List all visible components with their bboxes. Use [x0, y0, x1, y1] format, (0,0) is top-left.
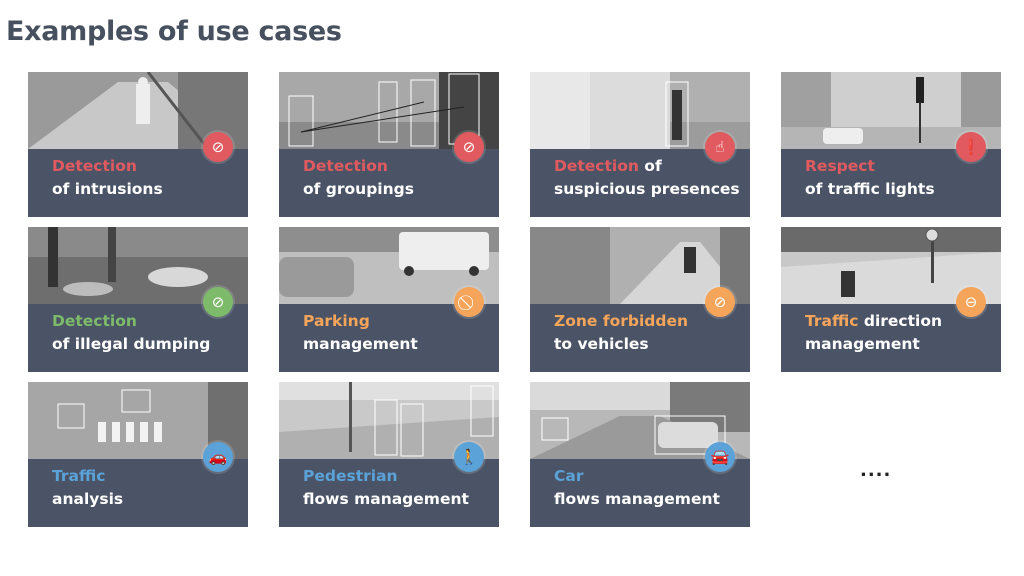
use-case-card-parking[interactable]: Parking management ⃠	[279, 227, 499, 372]
no-dumping-icon: ⊘	[203, 287, 233, 317]
use-case-card-car-flows[interactable]: Car flows management 🚘	[530, 382, 750, 527]
page-title: Examples of use cases	[6, 16, 342, 47]
use-case-card-zone-forbidden[interactable]: Zone forbidden to vehicles ⊘	[530, 227, 750, 372]
card-description: of intrusions	[52, 180, 163, 198]
use-case-card-suspicious-presences[interactable]: Detection of suspicious presences ☝	[530, 72, 750, 217]
traffic-light-icon: ❗	[956, 132, 986, 162]
card-highlight: Detection	[52, 157, 137, 175]
person-alert-icon: ☝	[705, 132, 735, 162]
more-ellipsis: ....	[860, 460, 892, 481]
use-case-card-traffic-analysis[interactable]: Traffic analysis 🚗	[28, 382, 248, 527]
card-highlight: Respect	[805, 157, 875, 175]
use-case-card-traffic-direction[interactable]: Traffic direction management ⊖	[781, 227, 1001, 372]
car-icon: 🚗	[203, 442, 233, 472]
card-description: of groupings	[303, 180, 414, 198]
card-highlight: Zone forbidden	[554, 312, 689, 330]
pedestrian-counter-icon: 🚶	[454, 442, 484, 472]
card-description: of illegal dumping	[52, 335, 211, 353]
card-highlight: Pedestrian	[303, 467, 398, 485]
card-description: flows management	[303, 490, 469, 508]
card-photo	[279, 382, 499, 459]
card-description: flows management	[554, 490, 720, 508]
no-vehicles-icon: ⊘	[705, 287, 735, 317]
use-case-card-groupings[interactable]: Detection of groupings ⊘	[279, 72, 499, 217]
no-climbing-icon: ⊘	[203, 132, 233, 162]
card-photo	[530, 72, 750, 149]
card-photo	[530, 227, 750, 304]
card-description: of traffic lights	[805, 180, 935, 198]
card-highlight: Traffic	[52, 467, 106, 485]
car-counter-icon: 🚘	[705, 442, 735, 472]
use-case-grid: Detection of intrusions ⊘ Detection of g…	[28, 72, 1001, 527]
card-highlight: Car	[554, 467, 584, 485]
card-highlight: Detection of	[554, 157, 662, 175]
card-description: management	[805, 335, 920, 353]
card-highlight: Detection	[52, 312, 137, 330]
card-highlight: Traffic direction	[805, 312, 943, 330]
card-description: suspicious presences	[554, 180, 740, 198]
use-case-card-illegal-dumping[interactable]: Detection of illegal dumping ⊘	[28, 227, 248, 372]
card-description: analysis	[52, 490, 124, 508]
card-photo	[781, 227, 1001, 304]
use-case-card-traffic-lights[interactable]: Respect of traffic lights ❗	[781, 72, 1001, 217]
use-case-card-pedestrian-flows[interactable]: Pedestrian flows management 🚶	[279, 382, 499, 527]
card-photo	[28, 72, 248, 149]
card-highlight: Parking	[303, 312, 370, 330]
no-group-icon: ⊘	[454, 132, 484, 162]
no-parking-icon: ⃠	[454, 287, 484, 317]
card-highlight: Detection	[303, 157, 388, 175]
card-description: management	[303, 335, 418, 353]
no-entry-icon: ⊖	[956, 287, 986, 317]
card-description: to vehicles	[554, 335, 649, 353]
use-case-card-intrusions[interactable]: Detection of intrusions ⊘	[28, 72, 248, 217]
